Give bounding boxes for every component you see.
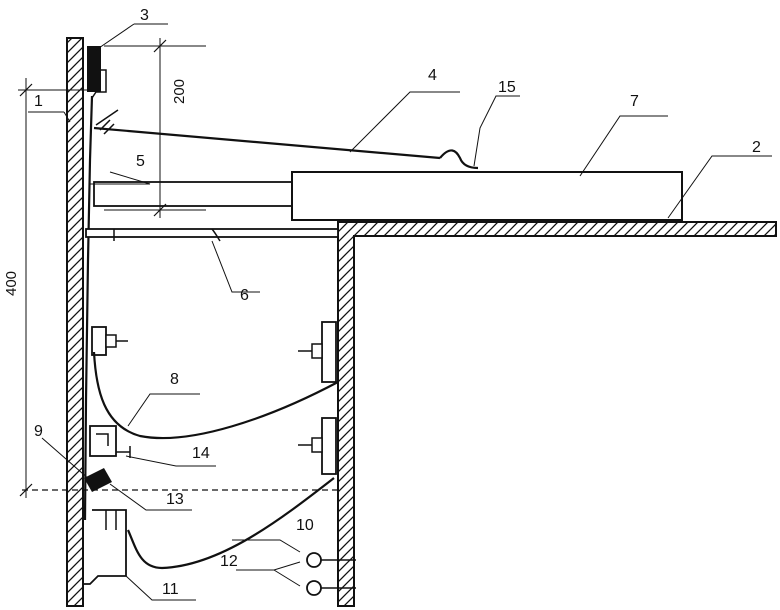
callout-4: 4 [428, 67, 437, 84]
sagging-cable-upper [92, 351, 339, 440]
callout-12: 12 [220, 553, 238, 570]
lower-housing [84, 509, 127, 585]
junction-box [89, 425, 131, 458]
callout-2: 2 [752, 139, 761, 156]
callout-6: 6 [240, 287, 249, 304]
callout-13: 13 [166, 491, 184, 508]
terminals [306, 552, 356, 596]
callout-8: 8 [170, 371, 179, 388]
dimension-200-label: 200 [171, 79, 188, 104]
upper-left-bracket [91, 326, 128, 356]
upper-beam [291, 171, 683, 221]
callout-7: 7 [630, 93, 639, 110]
upper-right-bracket [298, 321, 337, 383]
left-wall [66, 37, 84, 607]
callout-15: 15 [498, 79, 516, 96]
horizontal-element [93, 181, 295, 207]
callout-11: 11 [162, 581, 179, 598]
callout-3: 3 [140, 7, 149, 24]
callout-10: 10 [296, 517, 314, 534]
callout-5: 5 [136, 153, 145, 170]
inclined-cable [93, 109, 479, 170]
dimension-400-label: 400 [3, 271, 20, 296]
callout-14: 14 [192, 445, 210, 462]
dimension-400 [18, 78, 96, 498]
clamp [84, 468, 112, 492]
floor-slab [337, 221, 777, 607]
callout-9: 9 [34, 423, 43, 440]
cross-strut [85, 228, 339, 242]
top-anchor-block [87, 46, 107, 99]
vertical-cable [83, 95, 94, 521]
callout-1: 1 [34, 93, 43, 110]
dimension-labels: 200 400 [3, 79, 188, 296]
lower-right-bracket [298, 417, 337, 475]
dimension-200 [104, 38, 206, 218]
leader-lines [28, 23, 772, 601]
callout-labels: 1 2 3 4 5 6 7 8 9 10 11 12 13 14 15 [34, 7, 761, 598]
lower-cable [126, 477, 335, 570]
